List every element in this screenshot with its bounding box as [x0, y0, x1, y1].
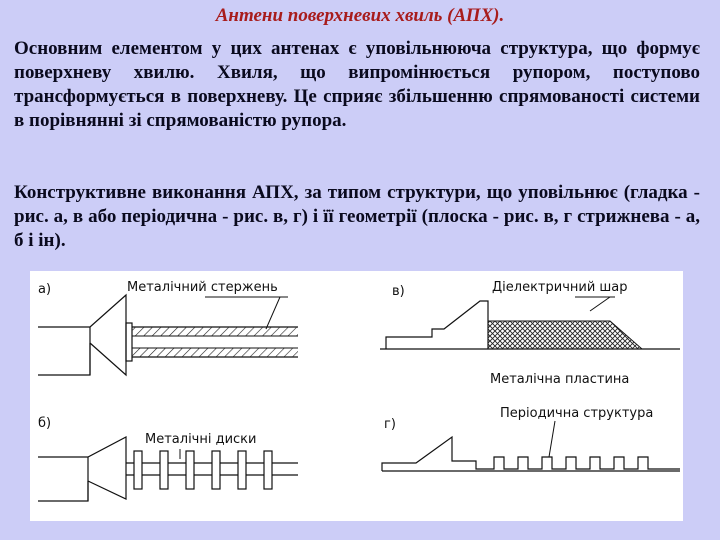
panel-v-caption: Діелектричний шар	[492, 280, 628, 295]
paragraph-intro: Основним елементом у цих антенах є упові…	[14, 38, 700, 131]
panel-a-letter: а)	[38, 282, 51, 297]
panel-v-caption-2: Металічна пластина	[490, 372, 629, 387]
paragraph-design: Конструктивне виконання АПХ, за типом ст…	[14, 182, 700, 251]
panel-a-rod-antenna: а) Металічний стержень	[38, 280, 298, 377]
panel-a-caption: Металічний стержень	[127, 280, 278, 295]
antenna-diagrams: а) Металічний стержень б) М	[38, 280, 680, 502]
panel-v-dielectric-antenna: в) Діелектричний шар Металічна пластина	[380, 280, 680, 387]
panel-b-caption: Металічні диски	[145, 432, 256, 447]
panel-g-periodic-antenna: г) Періодична структура	[381, 406, 680, 472]
panel-b-disc-antenna: б) Металічні диски	[38, 416, 298, 502]
antenna-figure: а) Металічний стержень б) М	[30, 271, 683, 521]
panel-g-caption: Періодична структура	[500, 406, 653, 421]
slide-title: Антени поверхневих хвиль (АПХ).	[215, 5, 505, 26]
panel-b-letter: б)	[38, 416, 51, 431]
panel-g-letter: г)	[384, 417, 396, 432]
panel-v-letter: в)	[392, 284, 405, 299]
